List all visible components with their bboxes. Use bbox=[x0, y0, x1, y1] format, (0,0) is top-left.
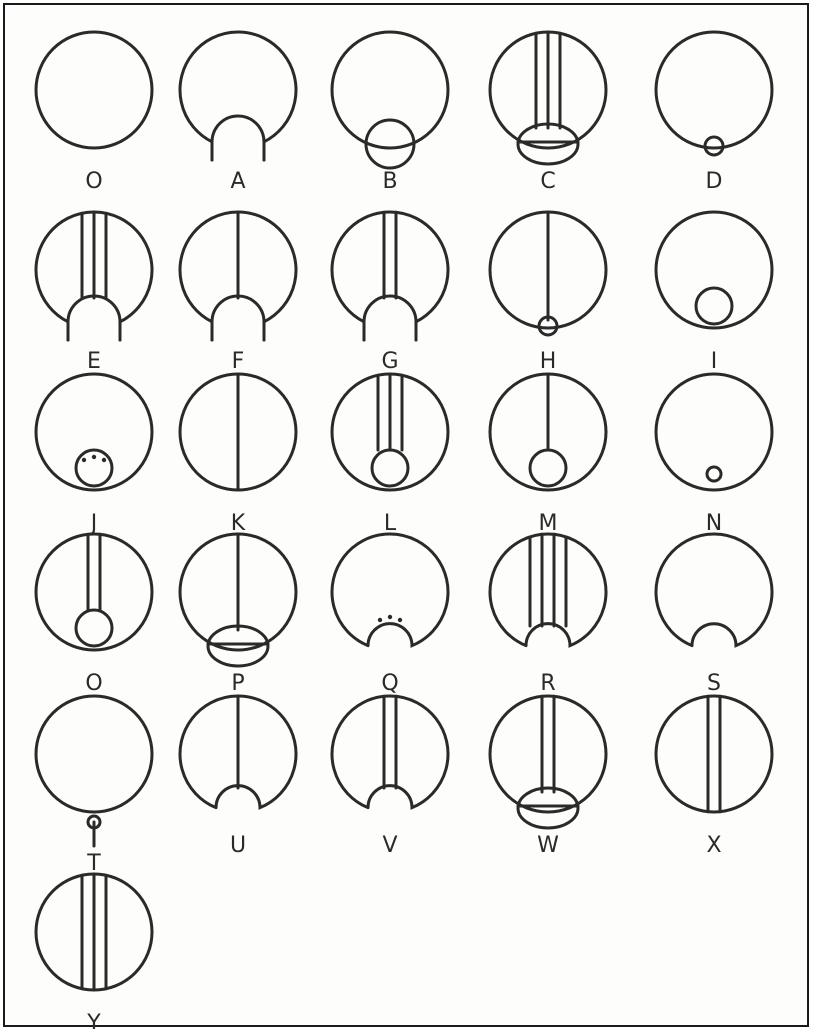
figure-l: L bbox=[332, 374, 448, 536]
figure-outline bbox=[36, 534, 152, 650]
figure-outline bbox=[36, 696, 152, 812]
figure-outline bbox=[332, 534, 448, 646]
figure-label: O bbox=[85, 671, 102, 696]
figure-b: B bbox=[332, 32, 448, 194]
figure-outline bbox=[332, 696, 448, 808]
figure-grid: O A B C D E F G H I J K L M N O P Q R S T U V W X Y bbox=[5, 5, 811, 1029]
figure-label: O bbox=[85, 169, 102, 194]
figure-label: K bbox=[231, 511, 246, 536]
figure-label: P bbox=[231, 671, 244, 696]
figure-q: Q bbox=[332, 534, 448, 696]
figure-p: P bbox=[180, 534, 296, 696]
figure-label: J bbox=[89, 511, 98, 536]
figure-r: R bbox=[490, 534, 606, 696]
figure-label: L bbox=[384, 511, 397, 536]
figure-t: T bbox=[36, 696, 152, 876]
figure-outline bbox=[656, 32, 772, 148]
figure-outline bbox=[656, 534, 772, 646]
figure-o: O bbox=[36, 32, 152, 194]
figure-label: X bbox=[706, 833, 721, 858]
figure-a: A bbox=[180, 32, 296, 194]
figure-i: I bbox=[656, 212, 772, 374]
figure-label: C bbox=[540, 169, 555, 194]
figure-outline bbox=[490, 534, 606, 646]
figure-label: N bbox=[706, 511, 722, 536]
figure-outline bbox=[332, 32, 448, 148]
figure-v: V bbox=[332, 696, 448, 858]
figure-c: C bbox=[490, 32, 606, 194]
figure-label: T bbox=[86, 851, 101, 876]
figure-outline bbox=[36, 374, 152, 490]
figure-label: U bbox=[230, 833, 246, 858]
arch bbox=[68, 296, 120, 340]
figure-label: M bbox=[539, 511, 558, 536]
figure-outline bbox=[332, 212, 448, 340]
ball bbox=[707, 467, 721, 481]
figure-s: S bbox=[656, 534, 772, 696]
figure-k: K bbox=[180, 374, 296, 536]
figure-label: G bbox=[381, 349, 398, 374]
ball bbox=[696, 288, 732, 324]
figure-label: S bbox=[707, 671, 721, 696]
dot bbox=[388, 615, 392, 619]
figure-label: E bbox=[87, 349, 101, 374]
figure-y: Y bbox=[36, 874, 152, 1029]
arch bbox=[212, 116, 264, 160]
figure-j: J bbox=[36, 374, 152, 536]
figure-label: A bbox=[230, 169, 245, 194]
figure-outline bbox=[656, 212, 772, 328]
dot bbox=[378, 618, 382, 622]
figure-label: W bbox=[537, 833, 559, 858]
ball bbox=[76, 610, 112, 646]
figure-label: R bbox=[540, 671, 555, 696]
figure-o2: O bbox=[36, 534, 152, 696]
figure-f: F bbox=[180, 212, 296, 374]
ball bbox=[372, 450, 408, 486]
figure-e: E bbox=[36, 212, 152, 374]
figure-g: G bbox=[332, 212, 448, 374]
figure-label: Q bbox=[381, 671, 398, 696]
figure-outline bbox=[180, 32, 296, 160]
figure-outline bbox=[656, 696, 772, 812]
figure-label: F bbox=[232, 349, 245, 374]
figure-label: V bbox=[382, 833, 397, 858]
figure-w: W bbox=[490, 696, 606, 858]
figure-n: N bbox=[656, 374, 772, 536]
dot bbox=[92, 455, 96, 459]
figure-outline bbox=[490, 696, 606, 812]
figure-outline bbox=[656, 374, 772, 490]
figure-label: Y bbox=[86, 1011, 101, 1029]
figure-h: H bbox=[490, 212, 606, 374]
figure-outline bbox=[36, 32, 152, 148]
figure-label: B bbox=[382, 169, 397, 194]
figure-d: D bbox=[656, 32, 772, 194]
dot bbox=[398, 618, 402, 622]
arch bbox=[212, 296, 264, 340]
dot bbox=[102, 458, 106, 462]
ball bbox=[530, 450, 566, 486]
diagram-sheet: O A B C D E F G H I J K L M N O P Q R S T U V W X Y bbox=[3, 3, 809, 1027]
dot bbox=[82, 458, 86, 462]
figure-x: X bbox=[656, 696, 772, 858]
figure-label: D bbox=[706, 169, 723, 194]
figure-label: I bbox=[711, 349, 718, 374]
figure-label: H bbox=[540, 349, 557, 374]
arch bbox=[364, 296, 416, 340]
figure-m: M bbox=[490, 374, 606, 536]
figure-u: U bbox=[180, 696, 296, 858]
ball bbox=[705, 137, 723, 155]
